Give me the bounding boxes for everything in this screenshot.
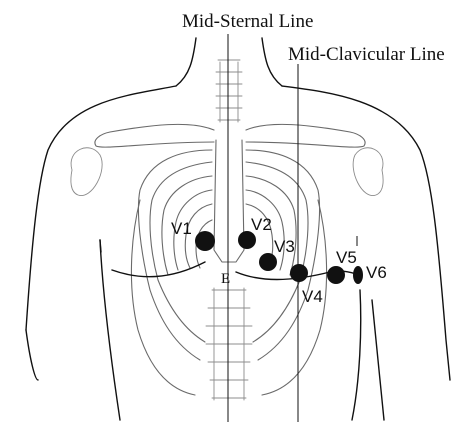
electrode-v4-marker <box>290 264 308 282</box>
electrode-v4-label: V4 <box>302 287 323 306</box>
landmark-e-label: E <box>221 271 230 287</box>
electrode-v6-label: V6 <box>366 263 387 282</box>
electrode-v5-label: V5 <box>336 248 357 267</box>
electrode-v5: V5 <box>327 236 357 284</box>
electrode-v4: V4 <box>290 264 323 306</box>
mid-sternal-line-label: Mid-Sternal Line <box>182 11 313 32</box>
electrode-v6-marker <box>353 266 363 284</box>
electrode-v1-label: V1 <box>171 219 192 238</box>
electrode-v6: V6 <box>353 263 387 284</box>
mid-clavicular-line-label: Mid-Clavicular Line <box>288 44 445 65</box>
electrode-v3-label: V3 <box>274 237 295 256</box>
electrode-v3: V3 <box>259 237 295 271</box>
electrode-v1: V1 <box>171 219 215 251</box>
electrode-v2-label: V2 <box>251 215 272 234</box>
electrode-v5-marker <box>327 266 345 284</box>
electrode-v1-marker <box>195 231 215 251</box>
ribcage-illustration <box>71 60 383 400</box>
